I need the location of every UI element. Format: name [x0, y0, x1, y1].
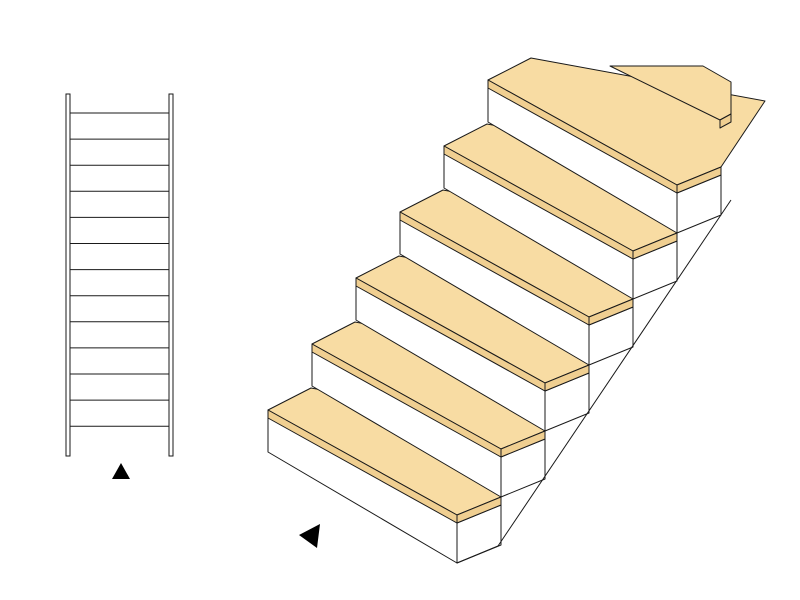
- stair-plan-view: [65, 93, 174, 479]
- stair-stringer-line: [456, 199, 732, 564]
- tread-nosing-top-partial: [719, 113, 732, 129]
- step-nosing-side: [456, 496, 502, 524]
- plan-stringer-right: [168, 93, 174, 457]
- triangle-up-icon: [112, 463, 130, 479]
- step-nosing-side: [544, 364, 590, 392]
- stair-step-top-partial: [609, 65, 732, 129]
- step-nosing-side: [588, 298, 634, 326]
- stair-perspective-view: [267, 57, 766, 564]
- step-nosing-side: [632, 232, 678, 260]
- plan-stringer-left: [65, 93, 71, 457]
- tread-top-partial: [609, 65, 732, 121]
- stair-steps: [267, 57, 766, 564]
- triangle-left-icon: [299, 524, 320, 548]
- step-nosing-side: [500, 430, 546, 458]
- step-nosing-side: [676, 166, 722, 194]
- plan-tread-lines: [70, 112, 169, 427]
